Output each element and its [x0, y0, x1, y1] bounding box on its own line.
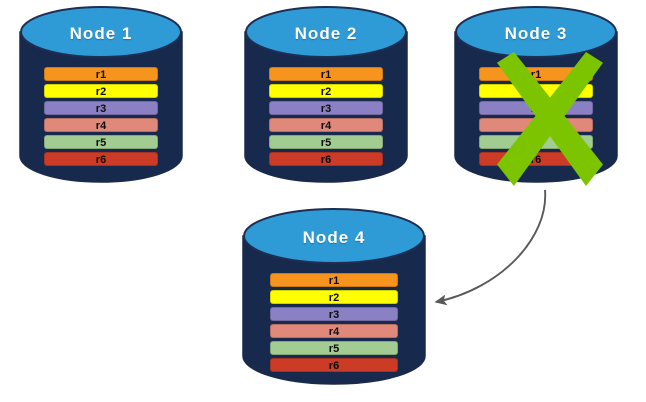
node-1-row-r5[interactable]: r5 [44, 135, 158, 149]
node-4-row-r4[interactable]: r4 [270, 324, 398, 338]
node-4-row-r2[interactable]: r2 [270, 290, 398, 304]
node-2-row-r1[interactable]: r1 [269, 67, 383, 81]
node-3-rows: r1 r2 r3 r4 r5 r6 [455, 6, 617, 182]
node-1-row-r3[interactable]: r3 [44, 101, 158, 115]
node-4-row-r6[interactable]: r6 [270, 358, 398, 372]
node-1-row-r2[interactable]: r2 [44, 84, 158, 98]
node-2-row-r5[interactable]: r5 [269, 135, 383, 149]
node-1-top-ellipse [20, 6, 182, 58]
node-1-row-r4[interactable]: r4 [44, 118, 158, 132]
node-2-row-r4[interactable]: r4 [269, 118, 383, 132]
node-2-row-r6[interactable]: r6 [269, 152, 383, 166]
node-4-row-r3[interactable]: r3 [270, 307, 398, 321]
node-4-top-ellipse [243, 208, 425, 264]
node-3-row-r2[interactable]: r2 [479, 84, 593, 98]
node-2-rows: r1 r2 r3 r4 r5 r6 [245, 6, 407, 182]
node-3-row-r5[interactable]: r5 [479, 135, 593, 149]
node-1-row-r1[interactable]: r1 [44, 67, 158, 81]
node-1-row-r6[interactable]: r6 [44, 152, 158, 166]
node-4-row-r1[interactable]: r1 [270, 273, 398, 287]
node-3-row-r3[interactable]: r3 [479, 101, 593, 115]
node-2-top-ellipse [245, 6, 407, 58]
node-1-rows: r1 r2 r3 r4 r5 r6 [20, 6, 182, 182]
node-2-row-r2[interactable]: r2 [269, 84, 383, 98]
node-3-row-r4[interactable]: r4 [479, 118, 593, 132]
node-3-row-r6[interactable]: r6 [479, 152, 593, 166]
node-2-row-r3[interactable]: r3 [269, 101, 383, 115]
node-4-rows: r1 r2 r3 r4 r5 r6 [243, 208, 425, 384]
node-4-row-r5[interactable]: r5 [270, 341, 398, 355]
node-3-row-r1[interactable]: r1 [479, 67, 593, 81]
